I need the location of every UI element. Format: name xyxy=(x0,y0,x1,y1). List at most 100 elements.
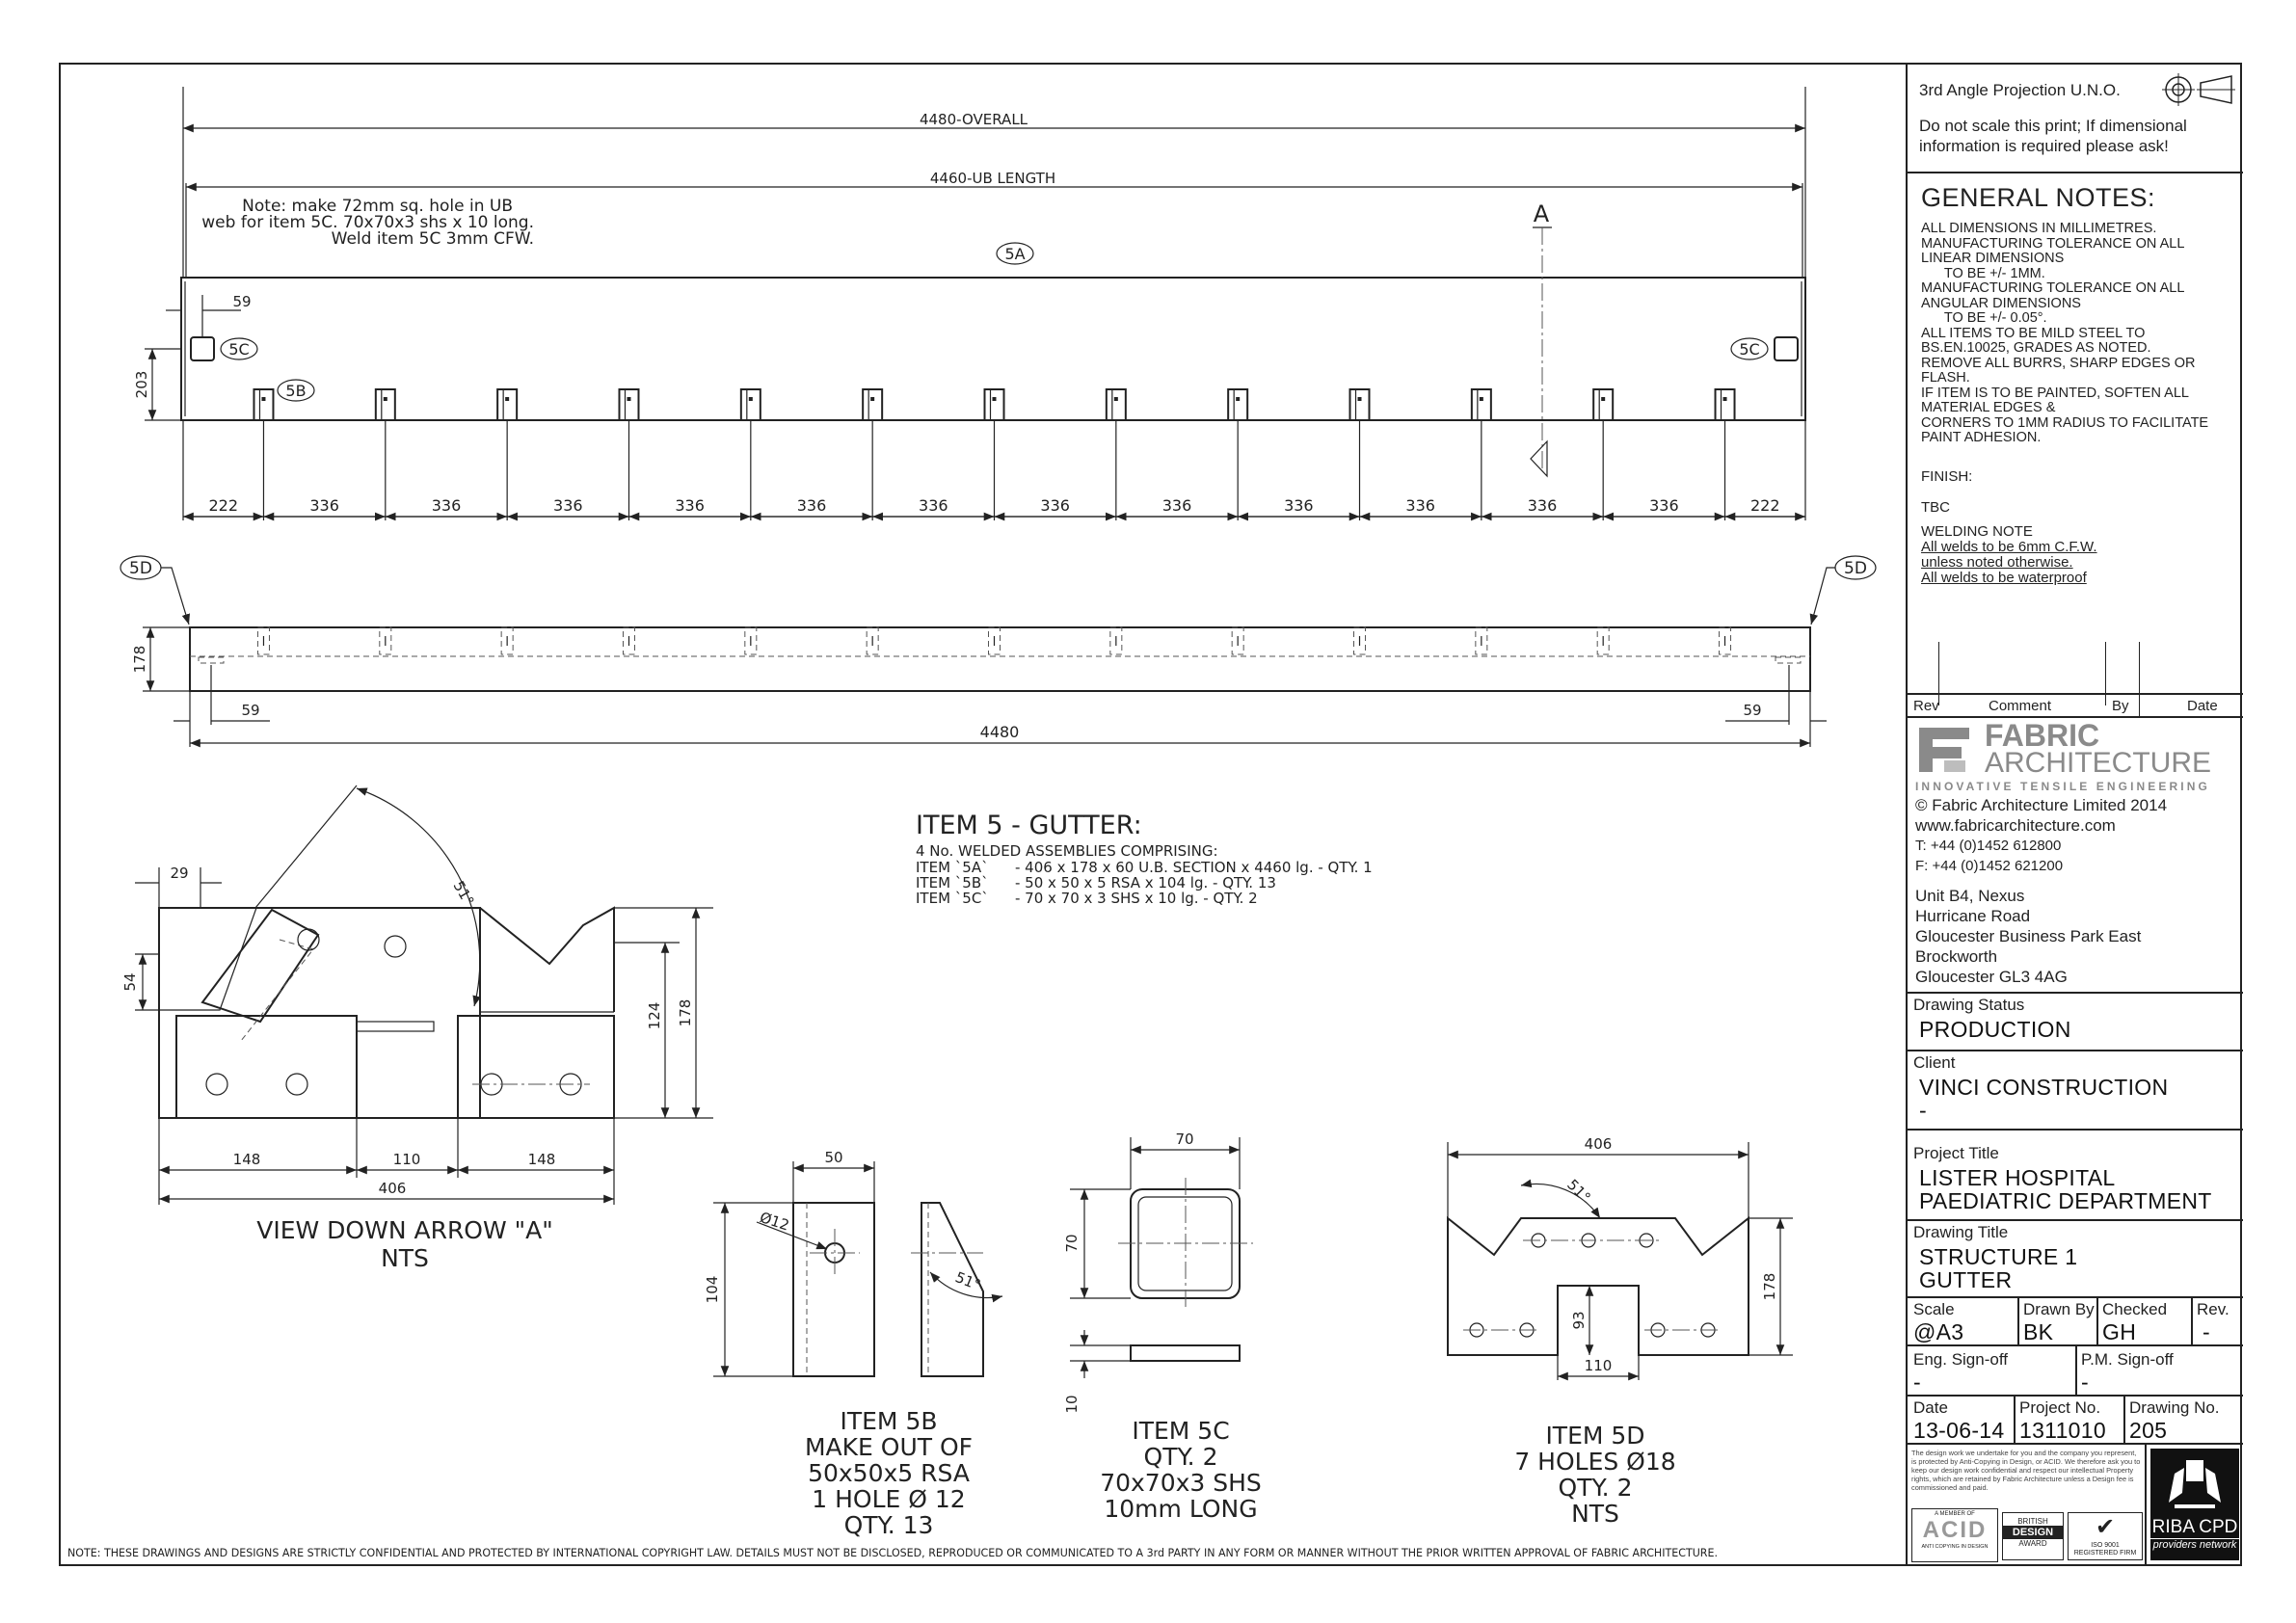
company-name-2: ARCHITECTURE xyxy=(1985,747,2212,779)
dim-arrow-148-a: 148 xyxy=(233,1151,261,1168)
dim-spacing-label: 336 xyxy=(797,496,827,515)
signoff-row: Eng. Sign-off - P.M. Sign-off - xyxy=(1908,1344,2243,1395)
company-name-1: FABRIC xyxy=(1985,718,2100,753)
note-line-2: web for item 5C. 70x70x3 shs x 10 long. xyxy=(201,213,534,232)
dim-spacing-label: 336 xyxy=(1040,496,1070,515)
website-link[interactable]: www.fabricarchitecture.com xyxy=(1915,816,2116,835)
angle-5b-side xyxy=(1231,626,1244,655)
general-notes-title: GENERAL NOTES: xyxy=(1921,183,2156,212)
client-value: VINCI CONSTRUCTION xyxy=(1919,1075,2169,1100)
balloon-5c-right xyxy=(1730,337,1769,360)
angle-5b-side xyxy=(988,626,1001,655)
dim-spacing-label: 336 xyxy=(432,496,462,515)
by-header: By xyxy=(2112,698,2129,714)
scale-warning: Do not scale this print; If dimensional … xyxy=(1919,116,2187,156)
item5d-dim-51: 51° xyxy=(1563,1176,1594,1207)
item5-row-3-item: ITEM `5C` xyxy=(916,890,989,907)
item5d-caption-4: NTS xyxy=(1571,1500,1619,1528)
item5b-dim-50: 50 xyxy=(824,1149,842,1166)
bda-line-1: BRITISH xyxy=(2017,1517,2048,1526)
dim-arrow-406: 406 xyxy=(379,1180,407,1197)
scale-warning-line-1: Do not scale this print; If dimensional xyxy=(1919,117,2187,135)
item5d-caption-3: QTY. 2 xyxy=(1559,1474,1633,1502)
dim-spacing-label: 336 xyxy=(1162,496,1192,515)
project-title-line-2: PAEDIATRIC DEPARTMENT xyxy=(1919,1188,2212,1213)
acid-logo: A MEMBER OF ACID ANTI COPYING IN DESIGN xyxy=(1911,1508,1998,1562)
dim-spacing-label: 336 xyxy=(919,496,948,515)
dim-203: 203 xyxy=(133,371,150,399)
general-note-line: IF ITEM IS TO BE PAINTED, SOFTEN ALL xyxy=(1921,385,2189,401)
scale-label: Scale xyxy=(1913,1300,1955,1318)
checkmark-icon: ✔ xyxy=(2095,1514,2116,1540)
balloon-5a-label: 5A xyxy=(1004,245,1025,263)
item-5c-detail: 70 70 10 ITEM 5C QTY. 2 70x70x3 SHS 10mm… xyxy=(1063,1131,1262,1523)
scale-drawn-row: Scale @A3 Drawn By BK Checked GH Rev. - xyxy=(1908,1296,2243,1344)
item-5b-detail: Ø12 50 104 51° ITEM 5B MAKE OUT OF 50x50… xyxy=(704,1149,1003,1539)
item5c-dim-70-side: 70 xyxy=(1063,1234,1081,1252)
balloon-5c-left-label: 5C xyxy=(228,340,249,359)
dim-spacing-label: 222 xyxy=(208,496,238,515)
eng-signoff-value: - xyxy=(1913,1370,1921,1395)
dim-arrow-110: 110 xyxy=(393,1151,421,1168)
iso-9001-logo: ✔ ISO 9001 REGISTERED FIRM xyxy=(2068,1512,2143,1560)
angle-5b-plan xyxy=(1348,388,1371,520)
british-design-award-logo: BRITISH DESIGN AWARD xyxy=(2002,1512,2064,1560)
general-note-line: MATERIAL EDGES & xyxy=(1921,400,2056,415)
comment-header: Comment xyxy=(1989,698,2052,714)
welding-note-line-1: All welds to be 6mm C.F.W. xyxy=(1921,539,2097,555)
dim-spacing-label: 222 xyxy=(1750,496,1780,515)
title-block: 3rd Angle Projection U.N.O. Do not scale… xyxy=(1906,64,2243,1565)
drawing-status-value: PRODUCTION xyxy=(1919,1017,2071,1042)
angle-5b-side xyxy=(1596,626,1610,655)
dim-side-59-right: 59 xyxy=(1743,702,1761,719)
general-note-line: BS.EN.10025, GRADES AS NOTED. xyxy=(1921,340,2151,356)
dim-spacing-label: 336 xyxy=(1528,496,1558,515)
angle-5b-plan xyxy=(1227,388,1249,520)
shs-5c-right xyxy=(1774,336,1799,361)
project-title-label: Project Title xyxy=(1913,1144,1999,1162)
projection-note: 3rd Angle Projection U.N.O. xyxy=(1919,81,2121,99)
project-title-line-1: LISTER HOSPITAL xyxy=(1919,1165,2116,1190)
general-note-line: PAINT ADHESION. xyxy=(1921,430,2042,445)
item5d-dim-93: 93 xyxy=(1570,1311,1588,1329)
section-arrow-a xyxy=(1530,439,1548,478)
angle-5b-side xyxy=(1109,626,1123,655)
welding-note-title: WELDING NOTE xyxy=(1921,523,2033,540)
dim-side-4480: 4480 xyxy=(980,723,1020,741)
rev-label: Rev. xyxy=(2197,1300,2229,1318)
angle-5b-side xyxy=(1475,626,1488,655)
drawing-title-line-2: GUTTER xyxy=(1919,1267,2013,1292)
dim-spacing-label: 336 xyxy=(1405,496,1435,515)
item5d-caption-2: 7 HOLES Ø18 xyxy=(1514,1448,1675,1476)
balloon-5d-right-label: 5D xyxy=(1844,559,1867,578)
angle-5b-side xyxy=(500,626,514,655)
dim-arrow-29: 29 xyxy=(170,865,188,882)
note-line-3: Weld item 5C 3mm CFW. xyxy=(332,229,534,249)
drawing-status-label: Drawing Status xyxy=(1913,996,2025,1014)
revision-table-header: Rev Comment By Date xyxy=(1908,693,2243,716)
accreditation-section: The design work we undertake for you and… xyxy=(1908,1443,2243,1565)
copyright: © Fabric Architecture Limited 2014 xyxy=(1915,796,2168,814)
side-cleats xyxy=(256,626,1732,655)
address-line-3: Gloucester Business Park East xyxy=(1915,927,2142,945)
project-no-value: 1311010 xyxy=(2019,1418,2106,1443)
checked-label: Checked xyxy=(2102,1300,2168,1318)
finish-value: TBC xyxy=(1921,499,1950,516)
legal-text: The design work we undertake for you and… xyxy=(1911,1449,2141,1492)
dim-spacing-label: 336 xyxy=(675,496,705,515)
general-note-line: TO BE +/- 1mm. xyxy=(1921,265,2045,281)
date-value: 13-06-14 xyxy=(1913,1418,2005,1443)
drawing-status-section: Drawing Status PRODUCTION xyxy=(1908,992,2243,1050)
dim-spacing-label: 336 xyxy=(309,496,339,515)
eng-signoff-label: Eng. Sign-off xyxy=(1913,1350,2008,1369)
drawing-title-label: Drawing Title xyxy=(1913,1223,2009,1241)
drawing-no-label: Drawing No. xyxy=(2129,1398,2220,1417)
scale-warning-line-2: information is required please ask! xyxy=(1919,137,2169,155)
item5b-caption-3: 50x50x5 RSA xyxy=(808,1459,970,1487)
dim-ub-length: 4460-UB LENGTH xyxy=(930,170,1055,187)
riba-cpd-logo: RIBA CPD providers network xyxy=(2150,1449,2239,1560)
item5b-caption-5: QTY. 13 xyxy=(844,1511,934,1539)
dim-side-178: 178 xyxy=(131,646,148,674)
project-no-label: Project No. xyxy=(2019,1398,2101,1417)
